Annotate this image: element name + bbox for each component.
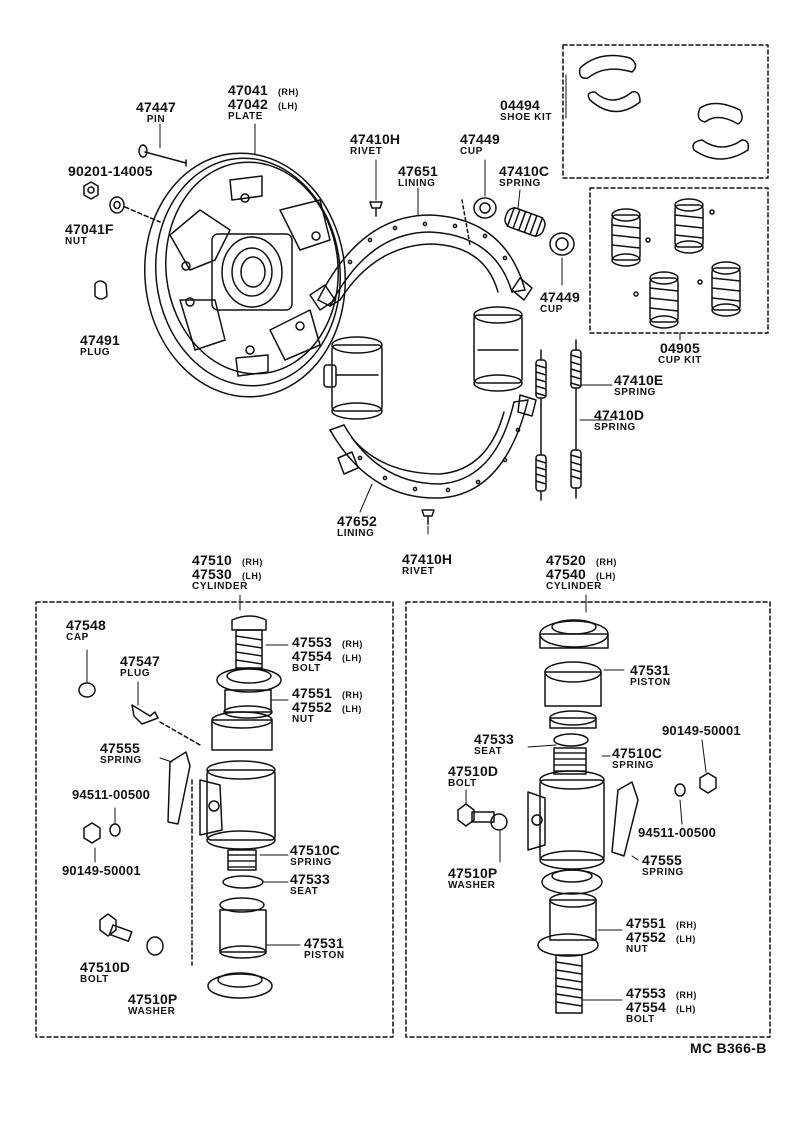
part-name: CUP <box>460 146 483 157</box>
label-shoe-kit: 04494 SHOE KIT <box>500 98 552 123</box>
washer-nut-parts <box>83 181 161 223</box>
part-number: 47410H <box>350 131 401 147</box>
label-spring-right: 47555 SPRING <box>642 852 684 878</box>
label-spring-d: 47410D SPRING <box>594 408 644 433</box>
part-number: 47449 <box>540 289 580 305</box>
part-name: CYLINDER <box>546 581 602 592</box>
shoe-kit-box <box>562 44 769 179</box>
part-number: 47041F <box>65 221 114 237</box>
part-number: 47410H <box>402 551 453 567</box>
part-name: PLATE <box>228 111 264 122</box>
rivet-top <box>369 201 383 217</box>
backing-plate <box>143 152 347 398</box>
shoe-kit-drawing <box>578 54 750 160</box>
label-94511-right: 94511-00500 <box>638 825 717 840</box>
label-nut-rh-lh-right: 47551(RH) 47552(LH) NUT <box>626 915 697 955</box>
label-bolt-rh-lh-left: 47553(RH) 47554(LH) BOLT <box>292 634 363 674</box>
label-nut-rh-lh-left: 47551(RH) 47552(LH) NUT <box>292 685 363 725</box>
label-nut: 47041F NUT <box>65 222 114 247</box>
label-lining-top: 47651 LINING <box>398 164 438 189</box>
label-spring-e: 47410E SPRING <box>614 373 663 398</box>
left-cylinder-assembly <box>78 615 282 999</box>
label-pin: 47447 PIN <box>126 100 186 125</box>
part-name: SPRING <box>499 178 541 189</box>
right-cylinder-box <box>405 601 771 1038</box>
label-piston-right: 47531 PISTON <box>630 662 671 688</box>
part-name: PLUG <box>80 347 111 358</box>
part-number: 47410E <box>614 372 664 388</box>
part-number: 47041(RH) <box>228 82 299 98</box>
label-seat-left: 47533 SEAT <box>290 871 330 897</box>
part-number: 04905 <box>660 340 700 356</box>
part-name: CUP <box>540 304 563 315</box>
label-rivet-top: 47410H RIVET <box>350 132 400 157</box>
label-cup-mid: 47449 CUP <box>540 290 580 315</box>
left-cylinder-box <box>35 601 394 1038</box>
label-90149-right: 90149-50001 <box>662 723 741 738</box>
part-number: 47652 <box>337 513 377 529</box>
label-washer-left: 47510P WASHER <box>128 991 178 1017</box>
label-94511-left: 94511-00500 <box>72 787 151 802</box>
label-spring-top: 47410C SPRING <box>499 164 549 189</box>
return-springs <box>535 339 582 501</box>
rivet-bottom <box>421 509 435 525</box>
label-plug-left: 47547 PLUG <box>120 653 160 679</box>
label-90149-left: 90149-50001 <box>62 863 141 878</box>
label-piston-left: 47531 PISTON <box>304 935 345 961</box>
part-name: SHOE KIT <box>500 112 553 123</box>
part-number: 47491 <box>80 332 120 348</box>
part-number: 47449 <box>460 131 500 147</box>
label-plate: 47041(RH) 47042(LH) PLATE <box>228 83 299 122</box>
part-name: LINING <box>398 178 436 189</box>
part-name: RIVET <box>350 146 383 157</box>
part-number: 47651 <box>398 163 438 179</box>
diagram-code: MC B366-B <box>690 1040 767 1056</box>
part-name: LINING <box>337 528 375 539</box>
leader-lines <box>86 74 707 1001</box>
label-rivet-bottom: 47410H RIVET <box>402 552 452 577</box>
label-90201: 90201-14005 <box>68 164 153 178</box>
label-cup-kit: 04905 CUP KIT <box>646 341 714 366</box>
label-spring-left: 47555 SPRING <box>100 740 142 766</box>
label-bolt-rh-lh-right: 47553(RH) 47554(LH) BOLT <box>626 985 697 1025</box>
part-number: 47410C <box>499 163 550 179</box>
label-spring-c-left: 47510C SPRING <box>290 842 341 868</box>
cup-kit-box <box>589 187 769 334</box>
cup-kit-drawing <box>611 198 741 329</box>
label-bolt-right: 47510D BOLT <box>448 763 499 789</box>
part-number: 04494 <box>500 97 540 113</box>
part-number: 47410D <box>594 407 645 423</box>
lower-brake-shoe <box>329 394 537 499</box>
part-name: CYLINDER <box>192 581 248 592</box>
label-washer-right: 47510P WASHER <box>448 865 498 891</box>
label-cylinder-left: 47510(RH) 47530(LH) CYLINDER <box>192 552 263 592</box>
plug-part <box>94 280 108 300</box>
label-lining-bottom: 47652 LINING <box>337 514 377 539</box>
right-cylinder-assembly <box>457 619 717 1014</box>
label-cap: 47548 CAP <box>66 617 106 643</box>
part-name: NUT <box>65 236 88 247</box>
cup-spring-cup <box>461 197 575 256</box>
part-number: 47447 <box>136 99 176 115</box>
part-number: 47042(LH) <box>228 96 298 112</box>
label-spring-c-right: 47510C SPRING <box>612 745 663 771</box>
pin-part <box>138 144 187 167</box>
upper-brake-shoe <box>309 214 533 311</box>
label-bolt-left: 47510D BOLT <box>80 959 131 985</box>
label-cup-top: 47449 CUP <box>460 132 500 157</box>
part-name: SPRING <box>614 387 656 398</box>
shoe-wheel-cylinder-left <box>323 336 383 420</box>
label-seat-right: 47533 SEAT <box>474 731 514 757</box>
label-plug: 47491 PLUG <box>80 333 120 358</box>
label-cylinder-right: 47520(RH) 47540(LH) CYLINDER <box>546 552 617 592</box>
part-name: RIVET <box>402 566 435 577</box>
part-number: 90201-14005 <box>68 163 153 179</box>
shoe-wheel-cylinder-right <box>473 306 523 392</box>
part-name: CUP KIT <box>657 355 703 366</box>
part-name: SPRING <box>594 422 636 433</box>
part-name: PIN <box>146 114 166 125</box>
